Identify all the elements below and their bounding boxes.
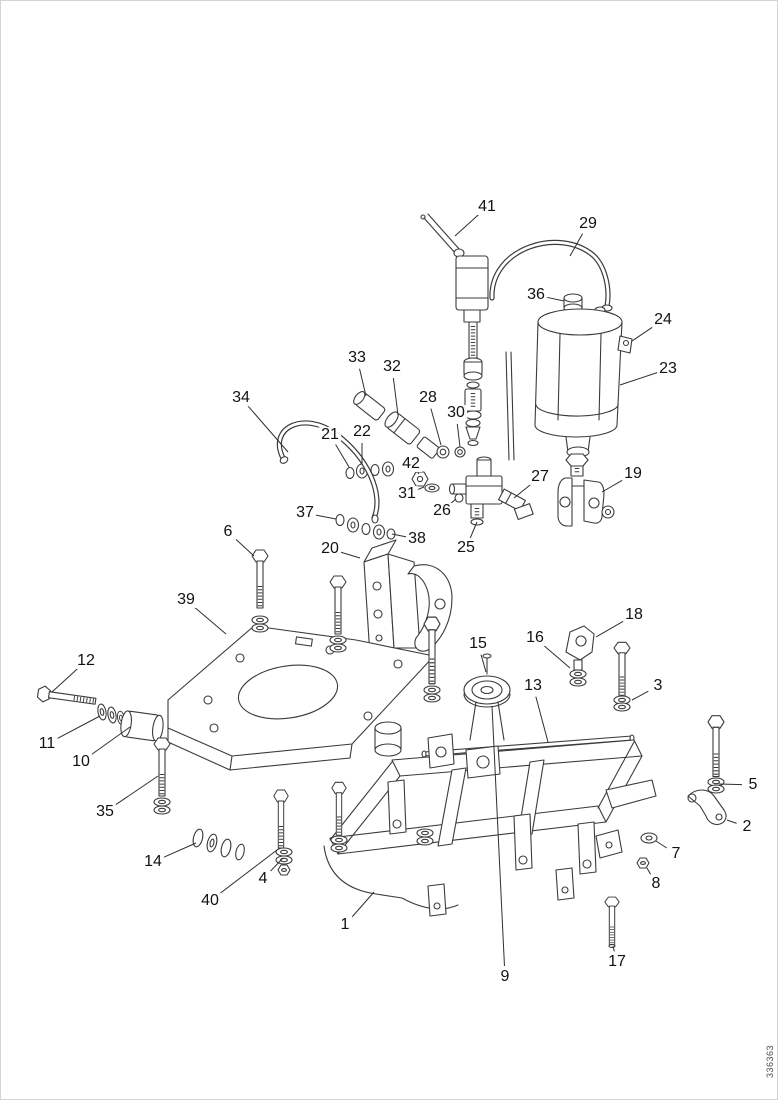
- washer-stack-14: [192, 828, 245, 861]
- bolt-6: [252, 550, 268, 633]
- fitting-chain-lower: [335, 513, 396, 540]
- hose-29: [489, 239, 613, 312]
- top-plate-39: [167, 625, 435, 771]
- elbow-fittings: [353, 391, 466, 459]
- bolt-frame-left: [331, 782, 347, 853]
- bracket-18: [565, 625, 595, 687]
- coupling-clevis: [557, 436, 615, 527]
- bolt-5: [708, 716, 724, 794]
- valve-body: [448, 456, 534, 526]
- cable-41: [420, 213, 465, 258]
- pulley-roller: [463, 653, 511, 741]
- frame-weldment-1: [323, 721, 657, 917]
- bolt-3: [614, 642, 630, 712]
- bolt-35: [154, 738, 170, 815]
- reservoir-canister: [534, 293, 633, 438]
- leader-lines: [51, 214, 743, 967]
- nut-8: [636, 857, 650, 869]
- long-bolt-12: [37, 685, 164, 742]
- doc-number: 336363: [765, 1044, 775, 1078]
- mounting-bracket-20: [363, 539, 453, 657]
- fitting-chain-upper: [345, 461, 440, 493]
- solenoid-plunger-assembly: [455, 255, 515, 461]
- bolt-40: [274, 790, 293, 876]
- bolt-17: [605, 897, 619, 949]
- spacer-bushing: [120, 710, 164, 742]
- lever-2: [687, 789, 727, 826]
- washer-7: [640, 832, 658, 844]
- bolt-center: [330, 576, 346, 653]
